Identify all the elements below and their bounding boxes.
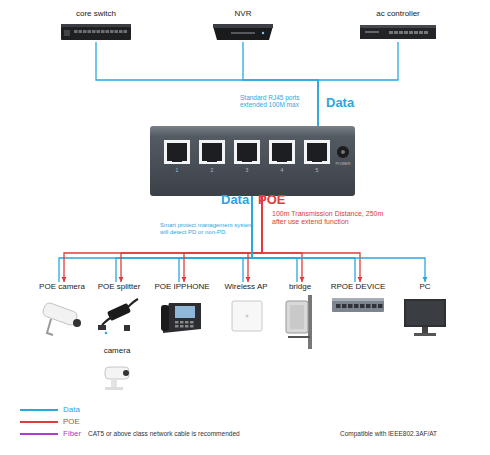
device-label: POE camera bbox=[33, 282, 91, 292]
device-label: POE IPPHONE bbox=[150, 282, 214, 292]
legend-text: Data bbox=[63, 405, 80, 414]
device-node: Wireless AP bbox=[218, 282, 274, 339]
wireless-ap-image bbox=[224, 295, 268, 339]
cable-line bbox=[318, 42, 398, 126]
connector bbox=[179, 196, 262, 282]
device-node: NVR bbox=[208, 9, 278, 42]
poe-splitter-image bbox=[94, 295, 144, 335]
note-text: Standard RJ45 ports extended 100M max bbox=[240, 94, 316, 109]
device-node: core switch bbox=[57, 9, 135, 42]
cable-line bbox=[252, 196, 297, 282]
device-art bbox=[326, 295, 390, 315]
cable-line bbox=[262, 196, 302, 282]
connector bbox=[318, 42, 398, 126]
bullet-camera-image bbox=[37, 295, 87, 339]
cable-line bbox=[59, 196, 252, 282]
connector bbox=[252, 196, 360, 282]
ip-phone-image bbox=[157, 295, 207, 339]
device-label: ac controller bbox=[356, 9, 440, 19]
legend-text: Fiber bbox=[63, 429, 81, 438]
device-node: PC bbox=[398, 282, 452, 339]
legend-data-line bbox=[20, 409, 58, 411]
cable-line bbox=[262, 196, 360, 282]
connector bbox=[243, 42, 318, 126]
connector bbox=[252, 196, 425, 282]
device-node: RPOE DEVICE bbox=[326, 282, 390, 315]
device-label: PC bbox=[398, 282, 452, 292]
port-number: 4 bbox=[276, 167, 288, 173]
legend-poe-line bbox=[20, 421, 58, 423]
nvr-image bbox=[211, 22, 275, 42]
camera-image bbox=[97, 359, 137, 393]
device-label: NVR bbox=[208, 9, 278, 19]
device-label: POE splitter bbox=[92, 282, 146, 292]
device-label: camera bbox=[94, 346, 140, 356]
device-node: POE IPPHONE bbox=[150, 282, 214, 339]
cable-line bbox=[252, 196, 355, 282]
device-art bbox=[92, 295, 146, 335]
legend-text: POE bbox=[63, 417, 80, 426]
cable-line bbox=[184, 196, 262, 282]
connector bbox=[116, 196, 262, 282]
port-number: 5 bbox=[311, 167, 323, 173]
port-number: 3 bbox=[241, 167, 253, 173]
cable-line bbox=[248, 196, 262, 282]
bridge-image bbox=[278, 295, 322, 349]
device-art bbox=[94, 359, 140, 393]
note-text: CAT5 or above class network cable is rec… bbox=[88, 430, 288, 437]
switch-body bbox=[150, 126, 355, 196]
cable-line bbox=[96, 42, 318, 126]
device-node: POE splitter bbox=[92, 282, 146, 335]
device-art bbox=[356, 22, 440, 42]
device-node: bridge bbox=[276, 282, 324, 349]
device-art bbox=[398, 295, 452, 339]
port-number: 2 bbox=[206, 167, 218, 173]
cable-line bbox=[243, 42, 318, 126]
connector bbox=[96, 42, 318, 126]
device-label: bridge bbox=[276, 282, 324, 292]
device-art bbox=[57, 22, 135, 42]
connector bbox=[252, 196, 302, 282]
signal-heading: Data bbox=[326, 96, 366, 111]
rack-switch-image bbox=[60, 22, 132, 42]
cable-line bbox=[121, 196, 262, 282]
device-art bbox=[150, 295, 214, 339]
power-label: POWER bbox=[330, 161, 356, 167]
device-art bbox=[208, 22, 278, 42]
signal-heading: Data bbox=[221, 193, 255, 208]
device-node: camera bbox=[94, 346, 140, 393]
cable-line bbox=[64, 196, 262, 282]
device-label: core switch bbox=[57, 9, 135, 19]
rpoe-device-image bbox=[330, 295, 386, 315]
device-node: ac controller bbox=[356, 9, 440, 42]
cable-line bbox=[179, 196, 252, 282]
device-art bbox=[276, 295, 324, 349]
legend-fiber-line bbox=[20, 433, 58, 435]
device-node: POE camera bbox=[33, 282, 91, 339]
device-art bbox=[33, 295, 91, 339]
device-label: RPOE DEVICE bbox=[326, 282, 390, 292]
device-art bbox=[218, 295, 274, 339]
cable-line bbox=[252, 196, 425, 282]
note-text: Compatible with IEEE802.3AF/AT bbox=[340, 430, 480, 437]
poe-switch: 1 2 3 4 5 POWER bbox=[150, 126, 355, 196]
port-number: 1 bbox=[171, 167, 183, 173]
connector bbox=[59, 196, 262, 282]
monitor-image bbox=[400, 295, 450, 339]
note-text: 100m Transmission Distance, 250m after u… bbox=[272, 210, 394, 226]
device-label: Wireless AP bbox=[218, 282, 274, 292]
signal-heading: POE bbox=[258, 193, 292, 208]
controller-image bbox=[359, 22, 437, 42]
note-text: Smart protect management system will det… bbox=[160, 222, 256, 236]
